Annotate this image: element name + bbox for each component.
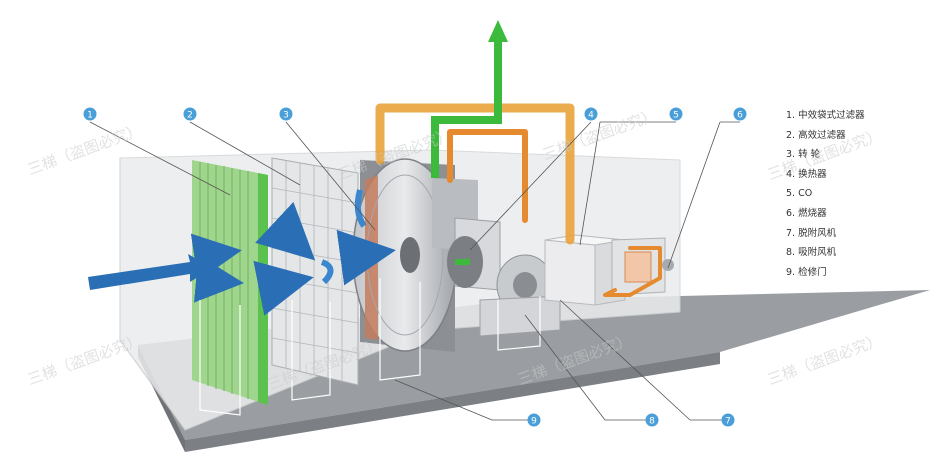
callout-2: 2 xyxy=(183,107,197,121)
inlet-airflow-arrows xyxy=(88,189,396,316)
legend-item-maintenance-door: 9. 检修门 xyxy=(786,266,827,278)
svg-text:5: 5 xyxy=(673,111,679,121)
legend-item-heat-exchanger: 4. 换热器 xyxy=(786,168,827,180)
callout-7: 7 xyxy=(721,413,735,427)
legend-item-hepa-filter: 2. 高效过滤器 xyxy=(786,129,846,141)
leader-lines xyxy=(89,121,740,421)
callout-5: 5 xyxy=(669,107,683,121)
hot-air-duct xyxy=(375,103,662,297)
svg-text:三梯（盗图必究）: 三梯（盗图必究） xyxy=(540,106,659,164)
exhaust-arrow xyxy=(431,20,508,265)
legend-item-burner: 6. 燃烧器 xyxy=(786,207,827,219)
callout-1: 1 xyxy=(83,107,97,121)
callout-6: 6 xyxy=(733,107,747,121)
svg-text:3: 3 xyxy=(283,111,289,121)
legend-item-adsorption-fan: 8. 吸附风机 xyxy=(786,247,837,259)
legend-item-rotor: 3. 转 轮 xyxy=(786,149,821,161)
svg-text:2: 2 xyxy=(187,111,193,121)
callout-9: 9 xyxy=(527,413,541,427)
rotor-wheel-3 xyxy=(352,158,458,352)
svg-text:8: 8 xyxy=(649,417,655,427)
svg-text:1: 1 xyxy=(87,111,93,121)
legend-item-desorption-fan: 7. 脱附风机 xyxy=(786,227,837,239)
svg-text:6: 6 xyxy=(737,111,743,121)
svg-text:7: 7 xyxy=(725,417,731,427)
callout-3: 3 xyxy=(279,107,293,121)
component-legend: 1. 中效袋式过滤器 2. 高效过滤器 3. 转 轮 4. 换热器 5. CO … xyxy=(786,106,865,282)
maintenance-doors-9 xyxy=(199,278,541,416)
svg-text:三梯（盗图必究）: 三梯（盗图必究） xyxy=(765,331,884,389)
legend-item-bag-filter: 1. 中效袋式过滤器 xyxy=(786,110,865,121)
legend-item-co: 5. CO xyxy=(786,188,813,200)
svg-text:三梯（盗图必究）: 三梯（盗图必究） xyxy=(25,331,144,389)
svg-text:4: 4 xyxy=(588,111,594,121)
svg-text:9: 9 xyxy=(531,417,537,427)
callout-4: 4 xyxy=(584,107,598,121)
callout-8: 8 xyxy=(645,413,659,427)
